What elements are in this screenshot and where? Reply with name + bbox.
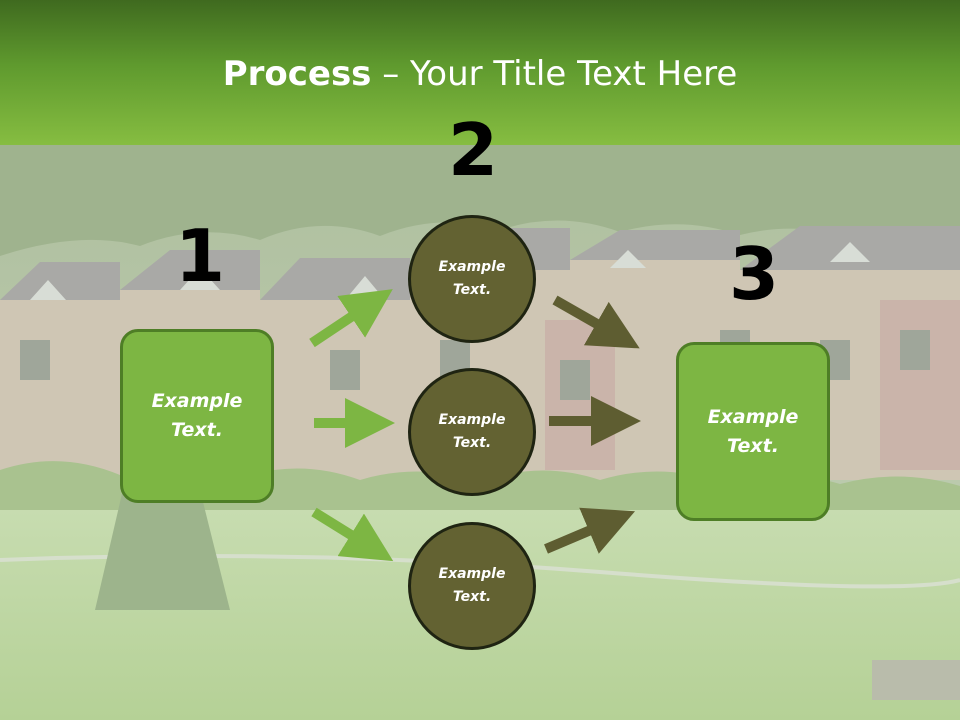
arrow-to-circle-top — [309, 289, 393, 348]
circle-top-text: Example Text. — [438, 259, 506, 298]
title-rest: – Your Title Text Here — [371, 54, 738, 94]
circle-bottom-text: Example Text. — [438, 566, 506, 605]
header-bar — [0, 0, 960, 145]
left-box-text: Example Text. — [151, 390, 243, 441]
right-box-text: Example Text. — [707, 405, 799, 457]
circle-bottom: Example Text. — [408, 522, 536, 650]
step-number-1: 1 — [174, 214, 226, 298]
title-bold: Process — [222, 54, 372, 94]
arrow-to-circle-bottom — [311, 507, 394, 562]
left-box: Example Text. — [120, 329, 274, 503]
arrow-from-circle-bottom — [544, 507, 636, 554]
circle-top: Example Text. — [408, 215, 536, 343]
step-number-3: 3 — [728, 232, 780, 316]
circle-middle-text: Example Text. — [438, 412, 506, 451]
slide-title: Process – Your Title Text Here — [0, 52, 960, 96]
arrow-from-circle-top — [552, 295, 640, 349]
right-box: Example Text. — [676, 342, 830, 521]
circle-middle: Example Text. — [408, 368, 536, 496]
step-number-2: 2 — [447, 108, 499, 192]
